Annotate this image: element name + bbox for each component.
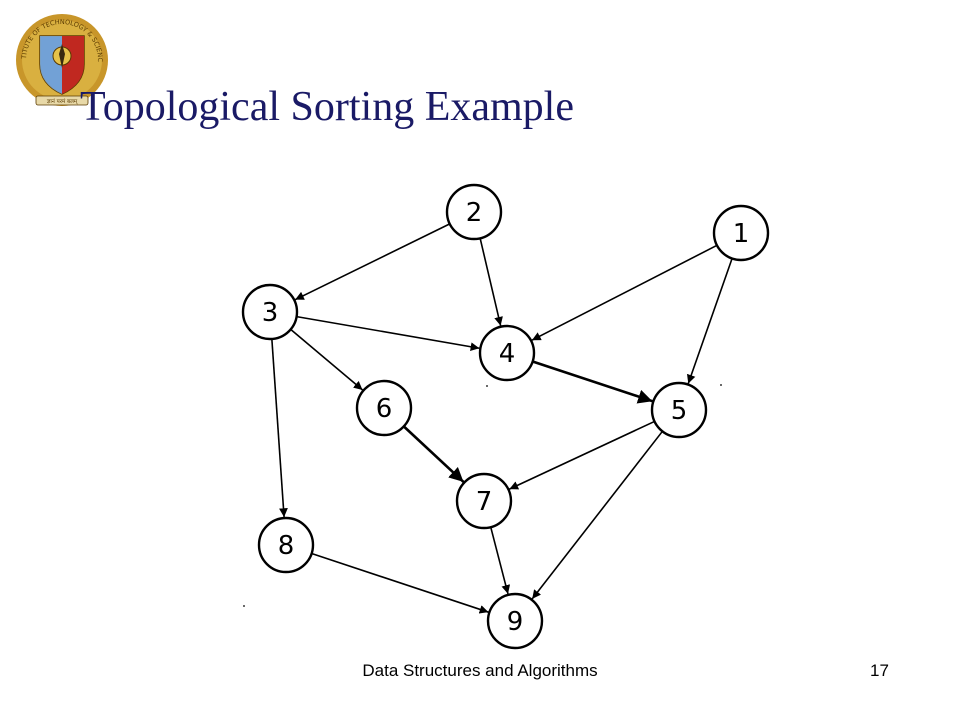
edge-4-to-5 — [532, 360, 653, 404]
institute-logo: BIRLA INSTITUTE OF TECHNOLOGY & SCIENCE,… — [12, 10, 108, 106]
node-label: 2 — [466, 198, 483, 228]
edge-5-to-9 — [531, 430, 664, 600]
node-4: 4 — [478, 324, 536, 382]
node-circle — [455, 472, 513, 530]
node-9: 9 — [486, 592, 544, 650]
node-label: 5 — [671, 396, 688, 426]
node-label: 6 — [376, 394, 393, 424]
node-label: 3 — [262, 298, 279, 328]
edge-3-to-6 — [290, 328, 364, 391]
node-2: 2 — [445, 183, 503, 241]
node-6: 6 — [355, 379, 413, 437]
node-5: 5 — [650, 381, 708, 439]
node-circle — [257, 516, 315, 574]
node-label: 1 — [733, 219, 750, 249]
node-circle — [241, 283, 299, 341]
node-7: 7 — [455, 472, 513, 530]
node-label: 9 — [507, 607, 524, 637]
stray-dot — [486, 385, 488, 387]
node-circle — [445, 183, 503, 241]
footer-course-name: Data Structures and Algorithms — [362, 661, 598, 680]
node-circle — [486, 592, 544, 650]
edge-8-to-9 — [311, 552, 489, 614]
node-label: 8 — [278, 531, 295, 561]
edge-3-to-4 — [296, 315, 480, 352]
node-1: 1 — [712, 204, 770, 262]
edge-5-to-7 — [509, 420, 655, 490]
edge-2-to-3 — [294, 223, 451, 301]
stray-dot — [720, 384, 722, 386]
node-circle — [478, 324, 536, 382]
edge-2-to-4 — [479, 238, 503, 326]
edge-6-to-7 — [402, 425, 465, 483]
node-label: 7 — [476, 487, 493, 517]
node-circle — [355, 379, 413, 437]
edge-1-to-5 — [687, 258, 733, 384]
edge-3-to-8 — [271, 338, 288, 518]
node-3: 3 — [241, 283, 299, 341]
page-number: 17 — [870, 661, 889, 680]
node-8: 8 — [257, 516, 315, 574]
edge-7-to-9 — [489, 526, 511, 595]
node-circle — [712, 204, 770, 262]
node-label: 4 — [499, 339, 516, 369]
logo-motto: ज्ञानं परमं बलम् — [47, 98, 78, 105]
node-circle — [650, 381, 708, 439]
stray-dot — [243, 605, 245, 607]
slide-title: Topological Sorting Example — [80, 84, 574, 130]
edge-1-to-4 — [531, 244, 718, 341]
